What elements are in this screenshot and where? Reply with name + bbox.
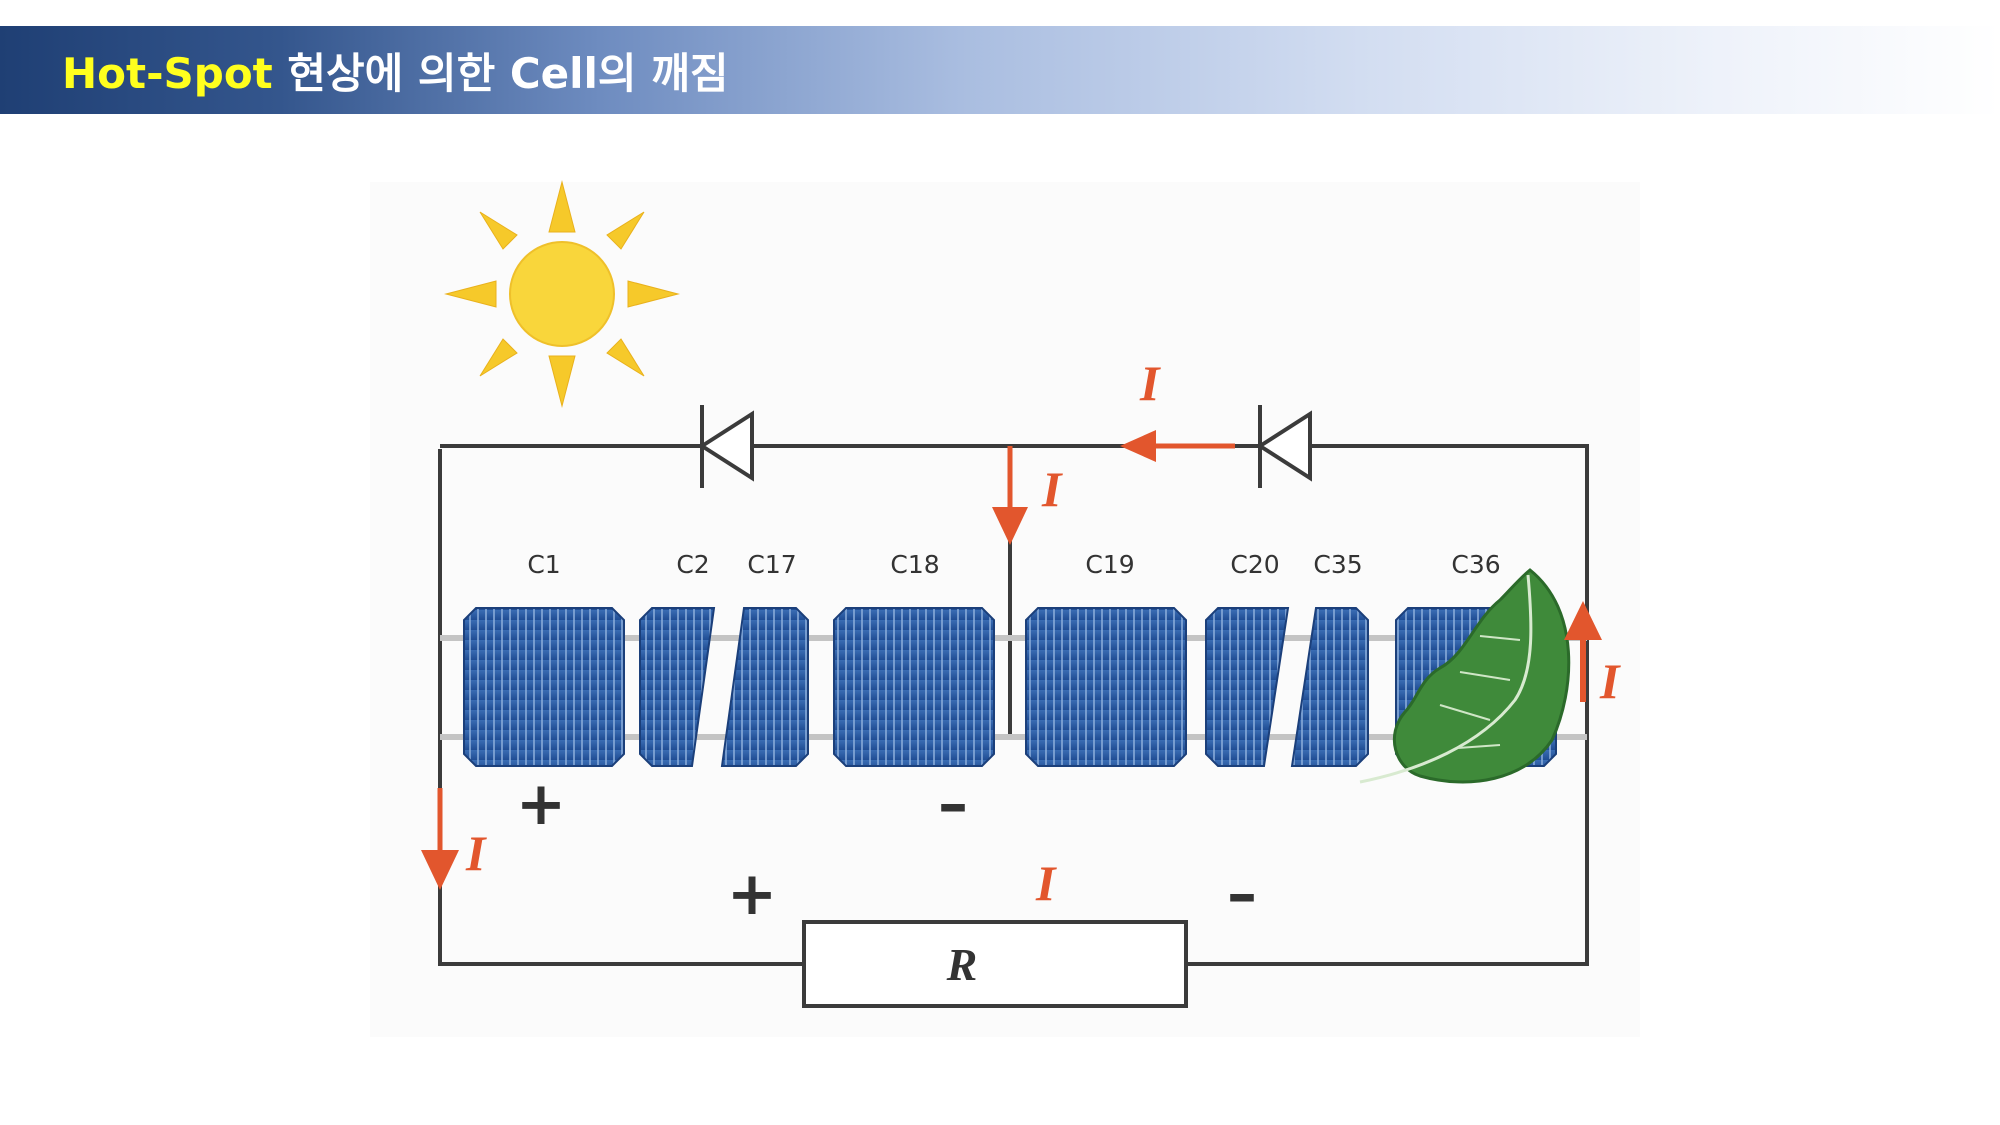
solar-cell-c17 xyxy=(720,607,809,767)
current-arrow-down-center xyxy=(992,446,1028,545)
current-labels: I I I I I xyxy=(465,355,1621,911)
current-label-left: I xyxy=(465,825,487,881)
cell-label-c2: C2 xyxy=(676,550,709,579)
solar-cell-c35 xyxy=(1290,607,1369,767)
cell-label-c35: C35 xyxy=(1313,550,1362,579)
page-title: Hot-Spot 현상에 의한 Cell의 깨짐 xyxy=(62,40,728,101)
polarity-signs: + – + – xyxy=(516,769,1257,929)
bypass-diode-right xyxy=(1256,405,1312,488)
plus-sign-string: + xyxy=(516,769,566,839)
sun-icon xyxy=(444,180,680,408)
minus-sign-load: – xyxy=(1227,859,1257,929)
solar-cell-c1 xyxy=(463,607,625,767)
current-arrow-up-right xyxy=(1564,601,1602,702)
resistor-label: R xyxy=(946,939,978,990)
minus-sign-string: – xyxy=(938,769,968,839)
current-label-right: I xyxy=(1599,653,1621,709)
plus-sign-load: + xyxy=(727,859,777,929)
title-bar xyxy=(0,26,2000,114)
title-highlight: Hot-Spot xyxy=(62,49,273,98)
cell-label-c19: C19 xyxy=(1085,550,1134,579)
solar-cell-c20 xyxy=(1205,607,1290,767)
current-arrow-top xyxy=(1120,430,1235,462)
solar-cell-c19 xyxy=(1025,607,1187,767)
bypass-diode-left xyxy=(698,405,754,488)
leaf-icon xyxy=(1359,568,1571,784)
current-label-center: I xyxy=(1041,461,1063,517)
circuit-wires xyxy=(438,444,1589,966)
cell-label-c18: C18 xyxy=(890,550,939,579)
solar-cell-c2 xyxy=(639,607,716,767)
current-arrow-down-left xyxy=(421,788,459,890)
cell-label-c17: C17 xyxy=(747,550,796,579)
title-rest: 현상에 의한 Cell의 깨짐 xyxy=(272,49,729,98)
current-label-top: I xyxy=(1139,355,1161,411)
cell-label-c1: C1 xyxy=(527,550,560,579)
cell-label-c36: C36 xyxy=(1451,550,1500,579)
cell-labels: C1 C2 C17 C18 C19 C20 C35 C36 xyxy=(527,550,1500,579)
solar-cell-c18 xyxy=(833,607,995,767)
current-label-bottom: I xyxy=(1035,855,1057,911)
load-resistor: R xyxy=(802,920,1188,1008)
cell-label-c20: C20 xyxy=(1230,550,1279,579)
